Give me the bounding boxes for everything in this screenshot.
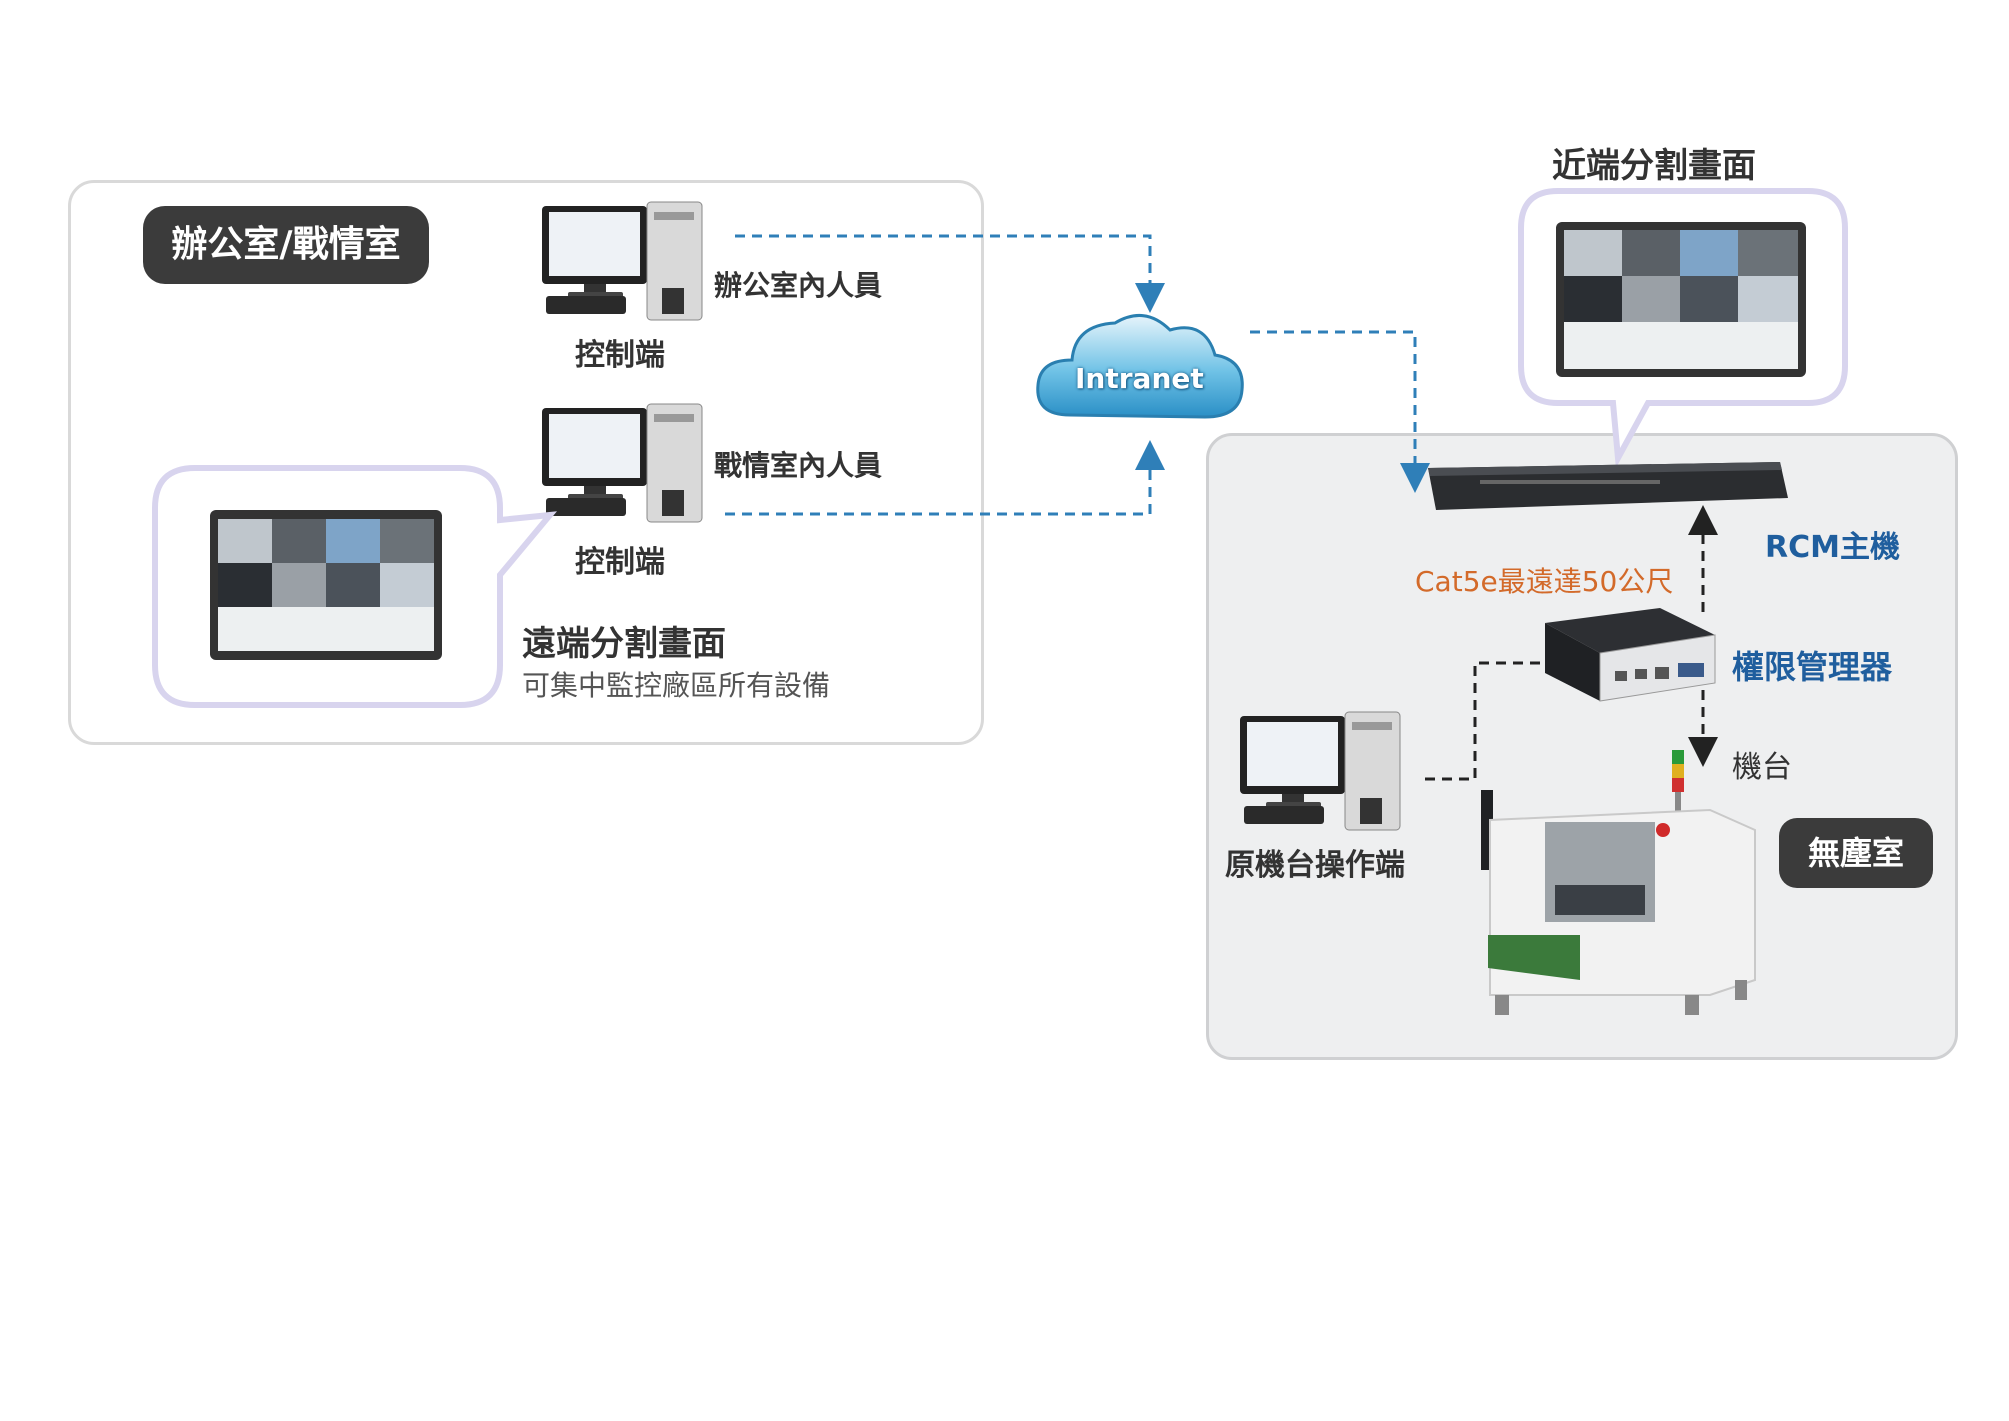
- machine-equipment: [1481, 750, 1756, 1015]
- remote-split-desc: 可集中監控廠區所有設備: [522, 669, 831, 702]
- local-split-bubble: [1518, 188, 1848, 469]
- cleanroom-title-tag: 無塵室: [1779, 818, 1933, 888]
- computer-icon: [542, 403, 703, 523]
- cleanroom-title: 無塵室: [1807, 834, 1904, 872]
- operator-label: 原機台操作端: [1225, 848, 1405, 883]
- manager-label: 權限管理器: [1732, 648, 1893, 686]
- machine-label: 機台: [1732, 750, 1792, 785]
- local-split-title: 近端分割畫面: [1552, 146, 1756, 186]
- pc2-user-label: 戰情室內人員: [714, 449, 883, 482]
- cloud-icon: [1036, 313, 1244, 419]
- cable-distance-label: Cat5e最遠達50公尺: [1415, 565, 1674, 598]
- link-pc2-cloud: [725, 440, 1165, 516]
- computer-icon: [542, 201, 703, 321]
- computer-icon: [1240, 711, 1401, 831]
- remote-split-title: 遠端分割畫面: [522, 624, 726, 664]
- remote-split-bubble: [152, 465, 558, 708]
- pc1-user-label: 辦公室內人員: [714, 269, 883, 302]
- permission-manager-device: [1545, 608, 1716, 702]
- office-title-tag: 辦公室/戰情室: [143, 206, 429, 284]
- pc2-caption: 控制端: [575, 545, 665, 580]
- office-title: 辦公室/戰情室: [171, 224, 401, 265]
- pc1-caption: 控制端: [575, 338, 665, 373]
- link-operator-manager: [1425, 661, 1543, 781]
- link-pc1-cloud: [735, 234, 1165, 313]
- rcm-label: RCM主機: [1765, 530, 1900, 565]
- link-cloud-rcm: [1250, 330, 1430, 493]
- rcm-host-device: [1428, 462, 1788, 510]
- cloud-label: Intranet: [1075, 362, 1204, 395]
